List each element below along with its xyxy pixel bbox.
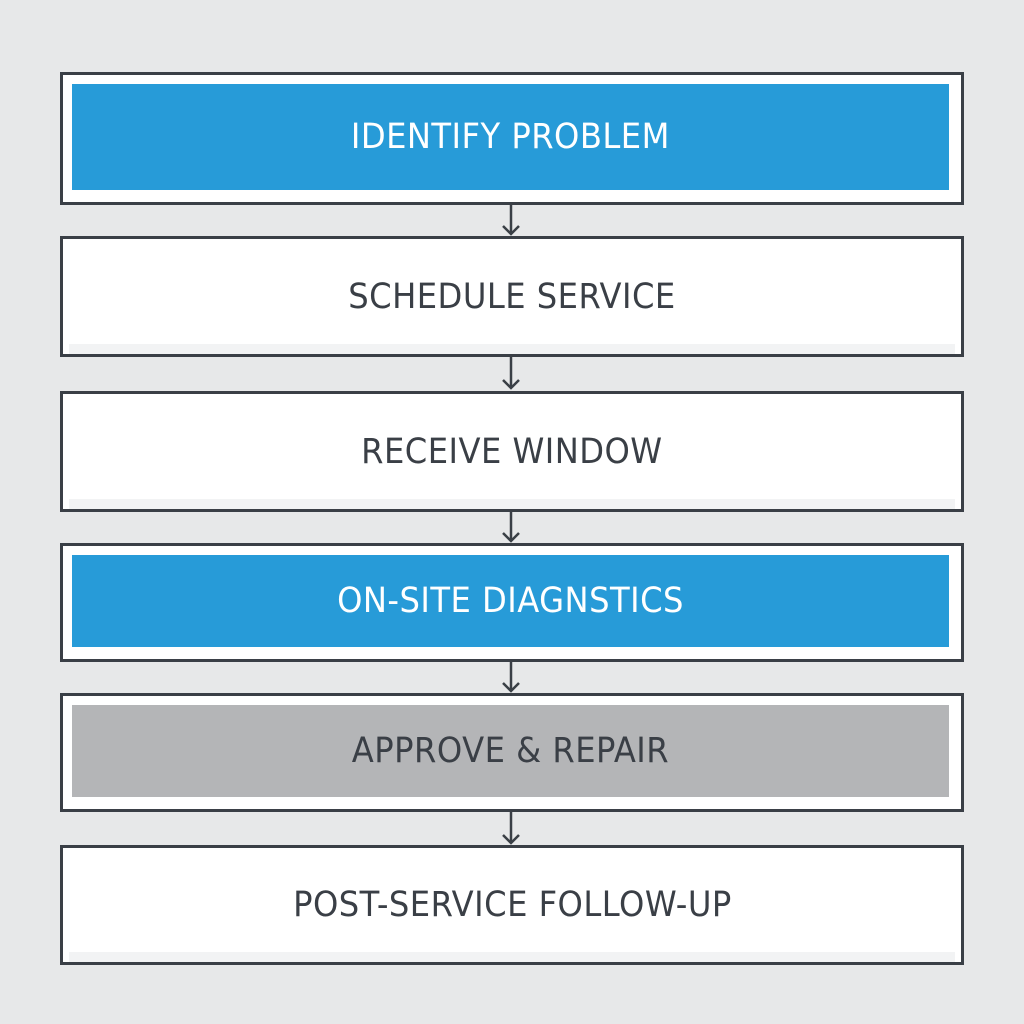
step-fill: SCHEDULE SERVICE xyxy=(63,239,961,354)
step-label: SCHEDULE SERVICE xyxy=(348,276,676,317)
step-on-site-diagnostics: ON-SITE DIAGNSTICS xyxy=(60,543,964,662)
step-fill: RECEIVE WINDOW xyxy=(63,394,961,509)
step-label: RECEIVE WINDOW xyxy=(361,431,663,472)
step-post-service-follow-up: POST-SERVICE FOLLOW-UP xyxy=(60,845,964,965)
step-fill: POST-SERVICE FOLLOW-UP xyxy=(63,848,961,962)
step-label: POST-SERVICE FOLLOW-UP xyxy=(292,885,732,925)
arrow-down-icon xyxy=(500,205,522,237)
step-label: APPROVE & REPAIR xyxy=(351,731,670,771)
arrow-down-icon xyxy=(500,512,522,544)
step-label: IDENTIFY PROBLEM xyxy=(351,117,670,157)
step-fill: IDENTIFY PROBLEM xyxy=(72,84,949,190)
step-fill: ON-SITE DIAGNSTICS xyxy=(72,555,949,647)
step-fill: APPROVE & REPAIR xyxy=(72,705,949,797)
step-schedule-service: SCHEDULE SERVICE xyxy=(60,236,964,357)
step-label: ON-SITE DIAGNSTICS xyxy=(337,581,684,621)
step-receive-window: RECEIVE WINDOW xyxy=(60,391,964,512)
step-approve-repair: APPROVE & REPAIR xyxy=(60,693,964,812)
arrow-down-icon xyxy=(500,812,522,846)
arrow-down-icon xyxy=(500,357,522,391)
arrow-down-icon xyxy=(500,662,522,694)
step-identify-problem: IDENTIFY PROBLEM xyxy=(60,72,964,205)
